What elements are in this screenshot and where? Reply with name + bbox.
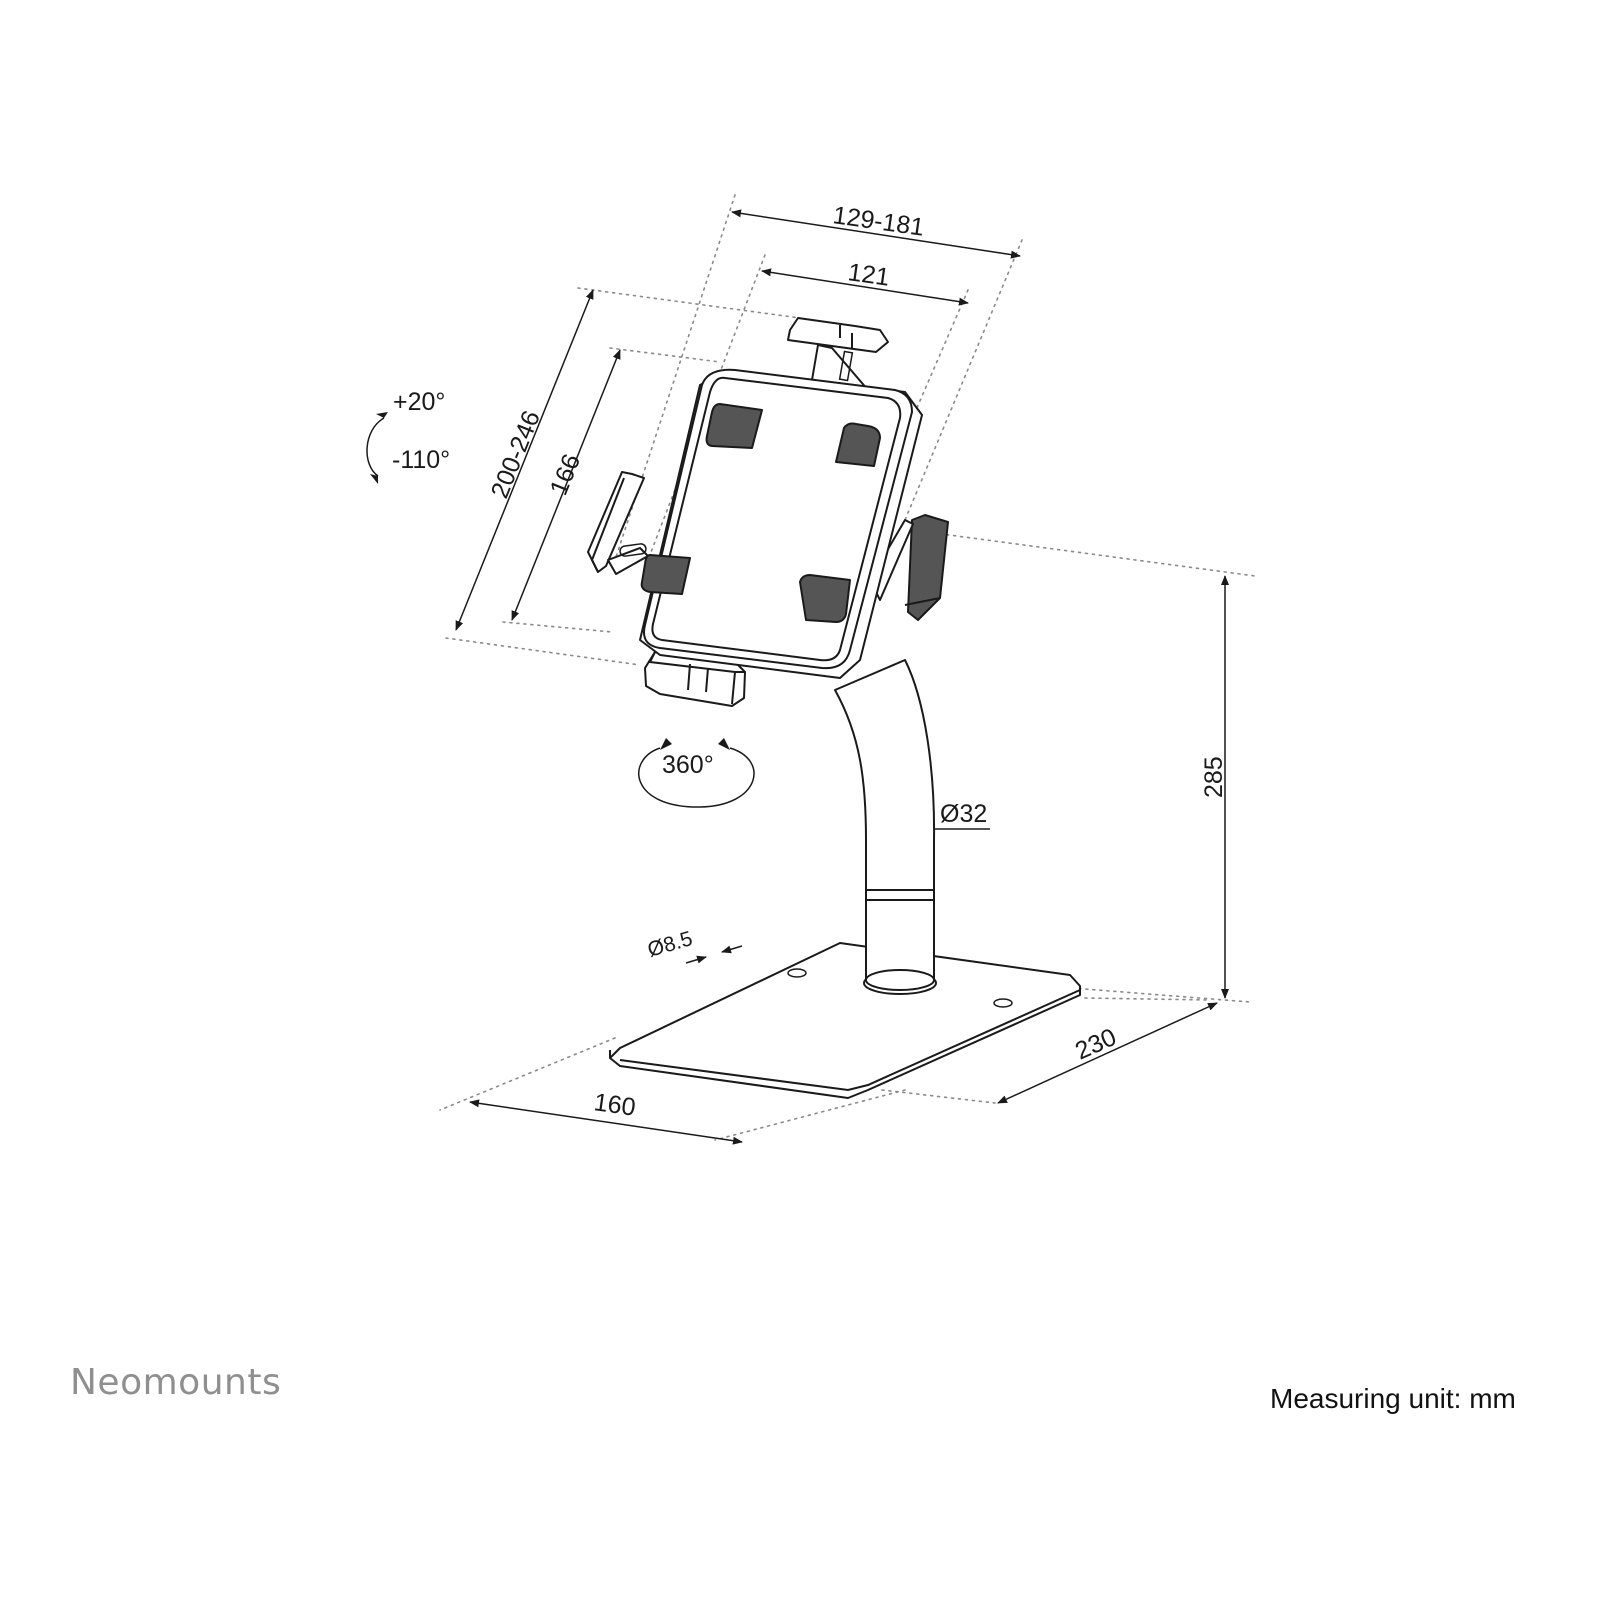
dimension-lines xyxy=(455,209,1229,1145)
label-holder-inner-width: 121 xyxy=(846,258,891,292)
rotate-360-icon xyxy=(638,747,755,808)
label-tilt-up: +20° xyxy=(393,388,445,416)
tablet-holder xyxy=(587,317,949,707)
rotation-symbol xyxy=(638,738,755,808)
top-clamp xyxy=(787,317,889,353)
label-tilt-down: -110° xyxy=(392,446,450,474)
base-plate xyxy=(609,942,1081,1099)
label-holder-height-range: 200-246 xyxy=(486,407,546,503)
right-clamp xyxy=(907,514,949,621)
pole xyxy=(834,659,937,995)
label-rotation: 360° xyxy=(662,751,714,779)
label-hole-diameter: Ø8.5 xyxy=(645,927,695,962)
label-total-height: 285 xyxy=(1200,756,1228,798)
measuring-unit-note: Measuring unit: mm xyxy=(1270,1383,1516,1414)
label-pole-diameter: Ø32 xyxy=(940,800,987,828)
holder-pads xyxy=(640,403,881,623)
label-base-width: 160 xyxy=(592,1088,637,1122)
label-holder-inner-height: 166 xyxy=(545,450,587,499)
mounting-hole xyxy=(787,968,807,978)
mounting-hole xyxy=(993,998,1013,1008)
label-holder-width-range: 129-181 xyxy=(831,201,926,241)
label-base-depth: 230 xyxy=(1071,1023,1121,1066)
tilt-arrow-icon xyxy=(366,417,385,477)
tilt-symbol xyxy=(366,412,388,484)
brand-logo: Neomounts xyxy=(70,1362,282,1403)
